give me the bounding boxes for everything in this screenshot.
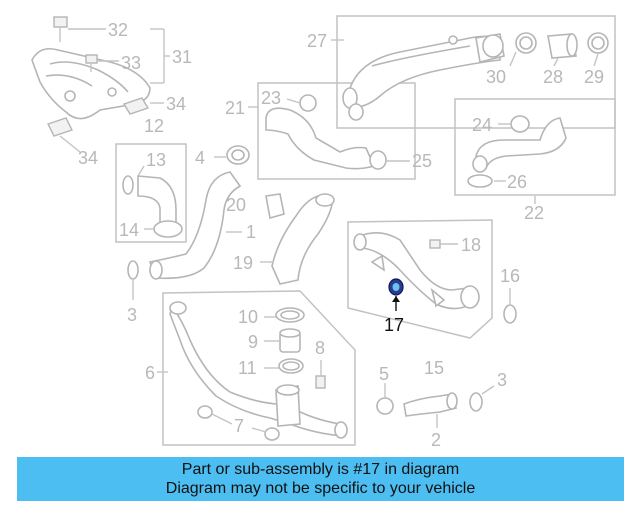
label-23: 23 — [261, 88, 281, 108]
group-frame-27 — [336, 15, 616, 129]
group-frame-21 — [257, 82, 416, 180]
group-6-parts — [157, 301, 348, 441]
label-27: 27 — [307, 31, 327, 51]
label-4: 4 — [195, 148, 205, 168]
group-22-parts — [467, 115, 567, 204]
hose-1-clamp-4 — [127, 145, 250, 300]
label-22: 22 — [524, 203, 544, 223]
part-17-highlight — [388, 278, 404, 311]
label-14: 14 — [119, 220, 139, 240]
label-13: 13 — [146, 150, 166, 170]
label-1: 1 — [246, 222, 256, 242]
hose-2-clamp-5-ring-3 — [376, 383, 495, 428]
label-29: 29 — [584, 67, 604, 87]
group-frame-12 — [115, 143, 187, 243]
label-25: 25 — [412, 151, 432, 171]
label-10: 10 — [238, 307, 258, 327]
label-6: 6 — [145, 363, 155, 383]
label-3-left: 3 — [127, 305, 137, 325]
label-26: 26 — [507, 172, 527, 192]
label-20: 20 — [226, 195, 246, 215]
group-15-parts — [353, 232, 517, 324]
label-21: 21 — [225, 98, 245, 118]
caption-line-1: Part or sub-assembly is #17 in diagram — [181, 461, 460, 478]
caption-banner: Part or sub-assembly is #17 in diagram D… — [17, 457, 624, 501]
parts-diagram: 32 33 31 34 12 34 27 30 28 29 23 21 25 2… — [31, 15, 616, 450]
label-28: 28 — [543, 67, 563, 87]
label-15: 15 — [424, 358, 444, 378]
pipe-19-bracket-20 — [260, 193, 335, 285]
label-3-right: 3 — [497, 370, 507, 390]
label-8: 8 — [315, 338, 325, 358]
part-labels: 32 33 31 34 12 34 27 30 28 29 23 21 25 2… — [78, 20, 604, 450]
label-30: 30 — [486, 67, 506, 87]
label-24: 24 — [472, 115, 492, 135]
bracket-assembly — [31, 16, 170, 153]
label-34-lower: 34 — [78, 148, 98, 168]
label-16: 16 — [500, 266, 520, 286]
label-9: 9 — [248, 332, 258, 352]
label-19: 19 — [233, 253, 253, 273]
label-17: 17 — [384, 315, 404, 335]
group-frame-22 — [454, 98, 616, 196]
group-27-parts — [331, 32, 609, 121]
label-34-upper: 34 — [166, 94, 186, 114]
label-2: 2 — [431, 430, 441, 450]
group-frame-15 — [347, 219, 493, 339]
label-31: 31 — [172, 47, 192, 67]
group-frame-6 — [162, 290, 356, 446]
label-5: 5 — [379, 364, 389, 384]
group-21-parts — [248, 94, 410, 170]
label-11: 11 — [238, 358, 257, 378]
label-18: 18 — [461, 235, 481, 255]
label-7: 7 — [234, 416, 244, 436]
label-33: 33 — [121, 53, 141, 73]
label-12: 12 — [144, 116, 164, 136]
label-32: 32 — [108, 20, 128, 40]
caption-line-2: Diagram may not be specific to your vehi… — [165, 480, 476, 497]
group-12-parts — [122, 165, 183, 238]
